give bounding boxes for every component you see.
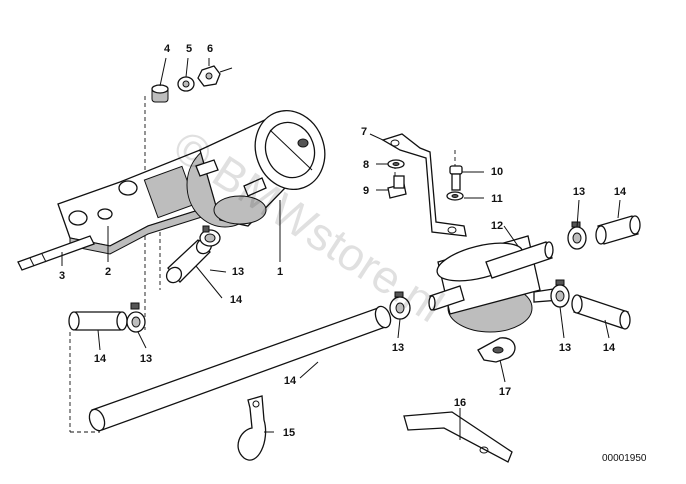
callout-10: 10	[491, 166, 503, 178]
hose-segment-left-lower	[68, 311, 128, 331]
callout-5: 5	[186, 43, 192, 55]
callout-labels: 4 5 6 1 2 3 7 8 9 10 11 12 13 14 13 14 1…	[59, 43, 627, 439]
callout-13-upper-right: 13	[573, 186, 585, 198]
hose-clamp-left-upper	[199, 225, 221, 247]
callout-12: 12	[491, 220, 503, 232]
washer-8	[387, 159, 405, 169]
callout-14-lower-right: 14	[603, 342, 616, 354]
support-bracket	[381, 133, 467, 237]
callout-11: 11	[491, 193, 503, 205]
filter-housing	[428, 235, 564, 333]
hose-clip-17	[477, 337, 516, 363]
callout-14-left-lower: 14	[94, 353, 107, 365]
callout-14-long-hose: 14	[284, 375, 297, 387]
callout-13-left-lower: 13	[140, 353, 152, 365]
callout-13-lower-right: 13	[559, 342, 571, 354]
callout-8: 8	[363, 159, 369, 171]
callout-13-center: 13	[392, 342, 404, 354]
callout-1: 1	[277, 266, 283, 278]
hose-clamp-left-lower	[126, 302, 146, 333]
hose-clamp-lower-right	[550, 279, 570, 308]
callout-14-upper-right: 14	[614, 186, 627, 198]
callout-6: 6	[207, 43, 213, 55]
callout-17: 17	[499, 386, 511, 398]
mounting-strap	[403, 411, 513, 463]
hose-clamp-center	[389, 291, 411, 320]
drawing-code: 00001950	[602, 453, 647, 464]
bushing-washer-nut	[151, 65, 233, 103]
hose-upper-right	[595, 215, 641, 245]
callout-14-left-upper: 14	[230, 294, 243, 306]
callout-7: 7	[361, 126, 367, 138]
long-hose	[88, 305, 392, 432]
bolt-10	[449, 165, 463, 191]
hose-clip	[237, 395, 267, 461]
callout-13-left-upper: 13	[232, 266, 244, 278]
bolt-9	[387, 175, 407, 199]
hose-lower-right	[571, 294, 631, 330]
callout-4: 4	[164, 43, 171, 55]
washer-11	[446, 191, 464, 201]
damper-canister	[186, 110, 326, 228]
callout-3: 3	[59, 270, 65, 282]
callout-2: 2	[105, 266, 111, 278]
callout-16: 16	[454, 397, 466, 409]
callout-9: 9	[363, 185, 369, 197]
leader-lines	[61, 57, 621, 440]
threaded-stud	[17, 235, 95, 271]
callout-15: 15	[283, 427, 295, 439]
